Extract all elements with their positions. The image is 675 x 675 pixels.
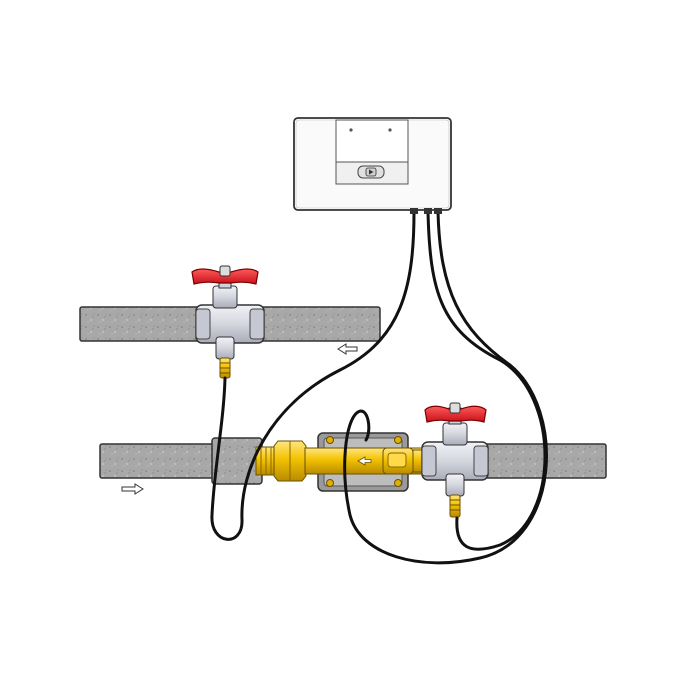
- sensor-cables: [210, 210, 548, 565]
- lower-valve-handle: [424, 402, 487, 423]
- lower-ball-valve: [421, 402, 489, 518]
- arrow-right-icon: [357, 456, 372, 466]
- brass-flow-meter: [255, 432, 426, 492]
- lower-pipe-left: [99, 437, 263, 485]
- calculator-unit: [293, 117, 452, 214]
- upper-valve-handle: [191, 265, 259, 285]
- play-icon: [365, 167, 377, 177]
- arrow-right-outline-icon: [121, 483, 144, 495]
- upper-ball-valve: [191, 265, 265, 379]
- arrow-left-outline-icon: [337, 343, 358, 355]
